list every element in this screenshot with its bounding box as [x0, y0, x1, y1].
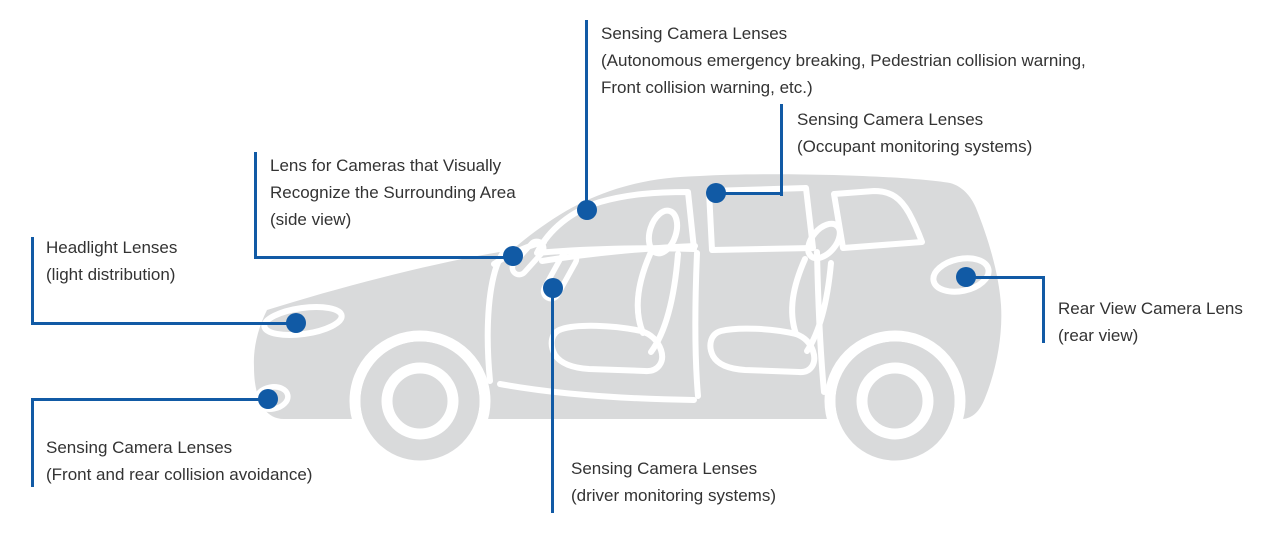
rear-wheel — [824, 330, 966, 472]
callout-line — [31, 237, 34, 325]
label-line: (rear view) — [1058, 326, 1139, 345]
lens-marker-dot — [503, 246, 523, 266]
label-line: (driver monitoring systems) — [571, 486, 776, 505]
callout-line — [31, 322, 297, 325]
steering-wheel — [540, 248, 580, 302]
callout-line — [31, 398, 34, 487]
label-line: Sensing Camera Lenses — [571, 459, 758, 478]
callout-label-sensing-front: Sensing Camera Lenses (Autonomous emerge… — [601, 20, 1086, 101]
callout-line — [254, 152, 257, 259]
lens-marker-dot — [286, 313, 306, 333]
callout-label-driver-monitoring: Sensing Camera Lenses (driver monitoring… — [571, 455, 776, 509]
callout-label-collision-avoidance: Sensing Camera Lenses (Front and rear co… — [46, 434, 312, 488]
callout-line — [254, 256, 514, 259]
label-line: Rear View Camera Lens — [1058, 299, 1243, 318]
car-line-art — [253, 185, 992, 412]
callout-line — [585, 20, 588, 211]
callout-line — [1042, 276, 1045, 343]
callout-line — [31, 398, 269, 401]
label-line: Front collision warning, etc.) — [601, 78, 813, 97]
callout-line — [966, 276, 1045, 279]
callout-line — [716, 192, 783, 195]
label-line: (Autonomous emergency breaking, Pedestri… — [601, 51, 1086, 70]
lens-marker-dot — [577, 200, 597, 220]
lens-marker-dot — [956, 267, 976, 287]
label-line: Lens for Cameras that Visually — [270, 156, 502, 175]
label-line: Sensing Camera Lenses — [797, 110, 984, 129]
label-line: (Occupant monitoring systems) — [797, 137, 1033, 156]
label-line: Sensing Camera Lenses — [601, 24, 788, 43]
label-line: (light distribution) — [46, 265, 176, 284]
label-line: Sensing Camera Lenses — [46, 438, 233, 457]
callout-label-occupant: Sensing Camera Lenses (Occupant monitori… — [797, 106, 1032, 160]
front-wheel — [349, 330, 491, 472]
callout-label-headlight: Headlight Lenses (light distribution) — [46, 234, 177, 288]
lens-marker-dot — [543, 278, 563, 298]
label-line: (side view) — [270, 210, 352, 229]
callout-label-rear-view: Rear View Camera Lens (rear view) — [1058, 295, 1243, 349]
label-line: Recognize the Surrounding Area — [270, 183, 516, 202]
tail-light-shape — [930, 255, 992, 295]
lens-marker-dot — [706, 183, 726, 203]
callout-label-surround-view: Lens for Cameras that Visually Recognize… — [270, 152, 516, 233]
lens-marker-dot — [258, 389, 278, 409]
label-line: (Front and rear collision avoidance) — [46, 465, 313, 484]
headlight-shape — [261, 304, 345, 338]
callout-line — [551, 288, 554, 513]
callout-line — [780, 104, 783, 196]
label-line: Headlight Lenses — [46, 238, 178, 257]
